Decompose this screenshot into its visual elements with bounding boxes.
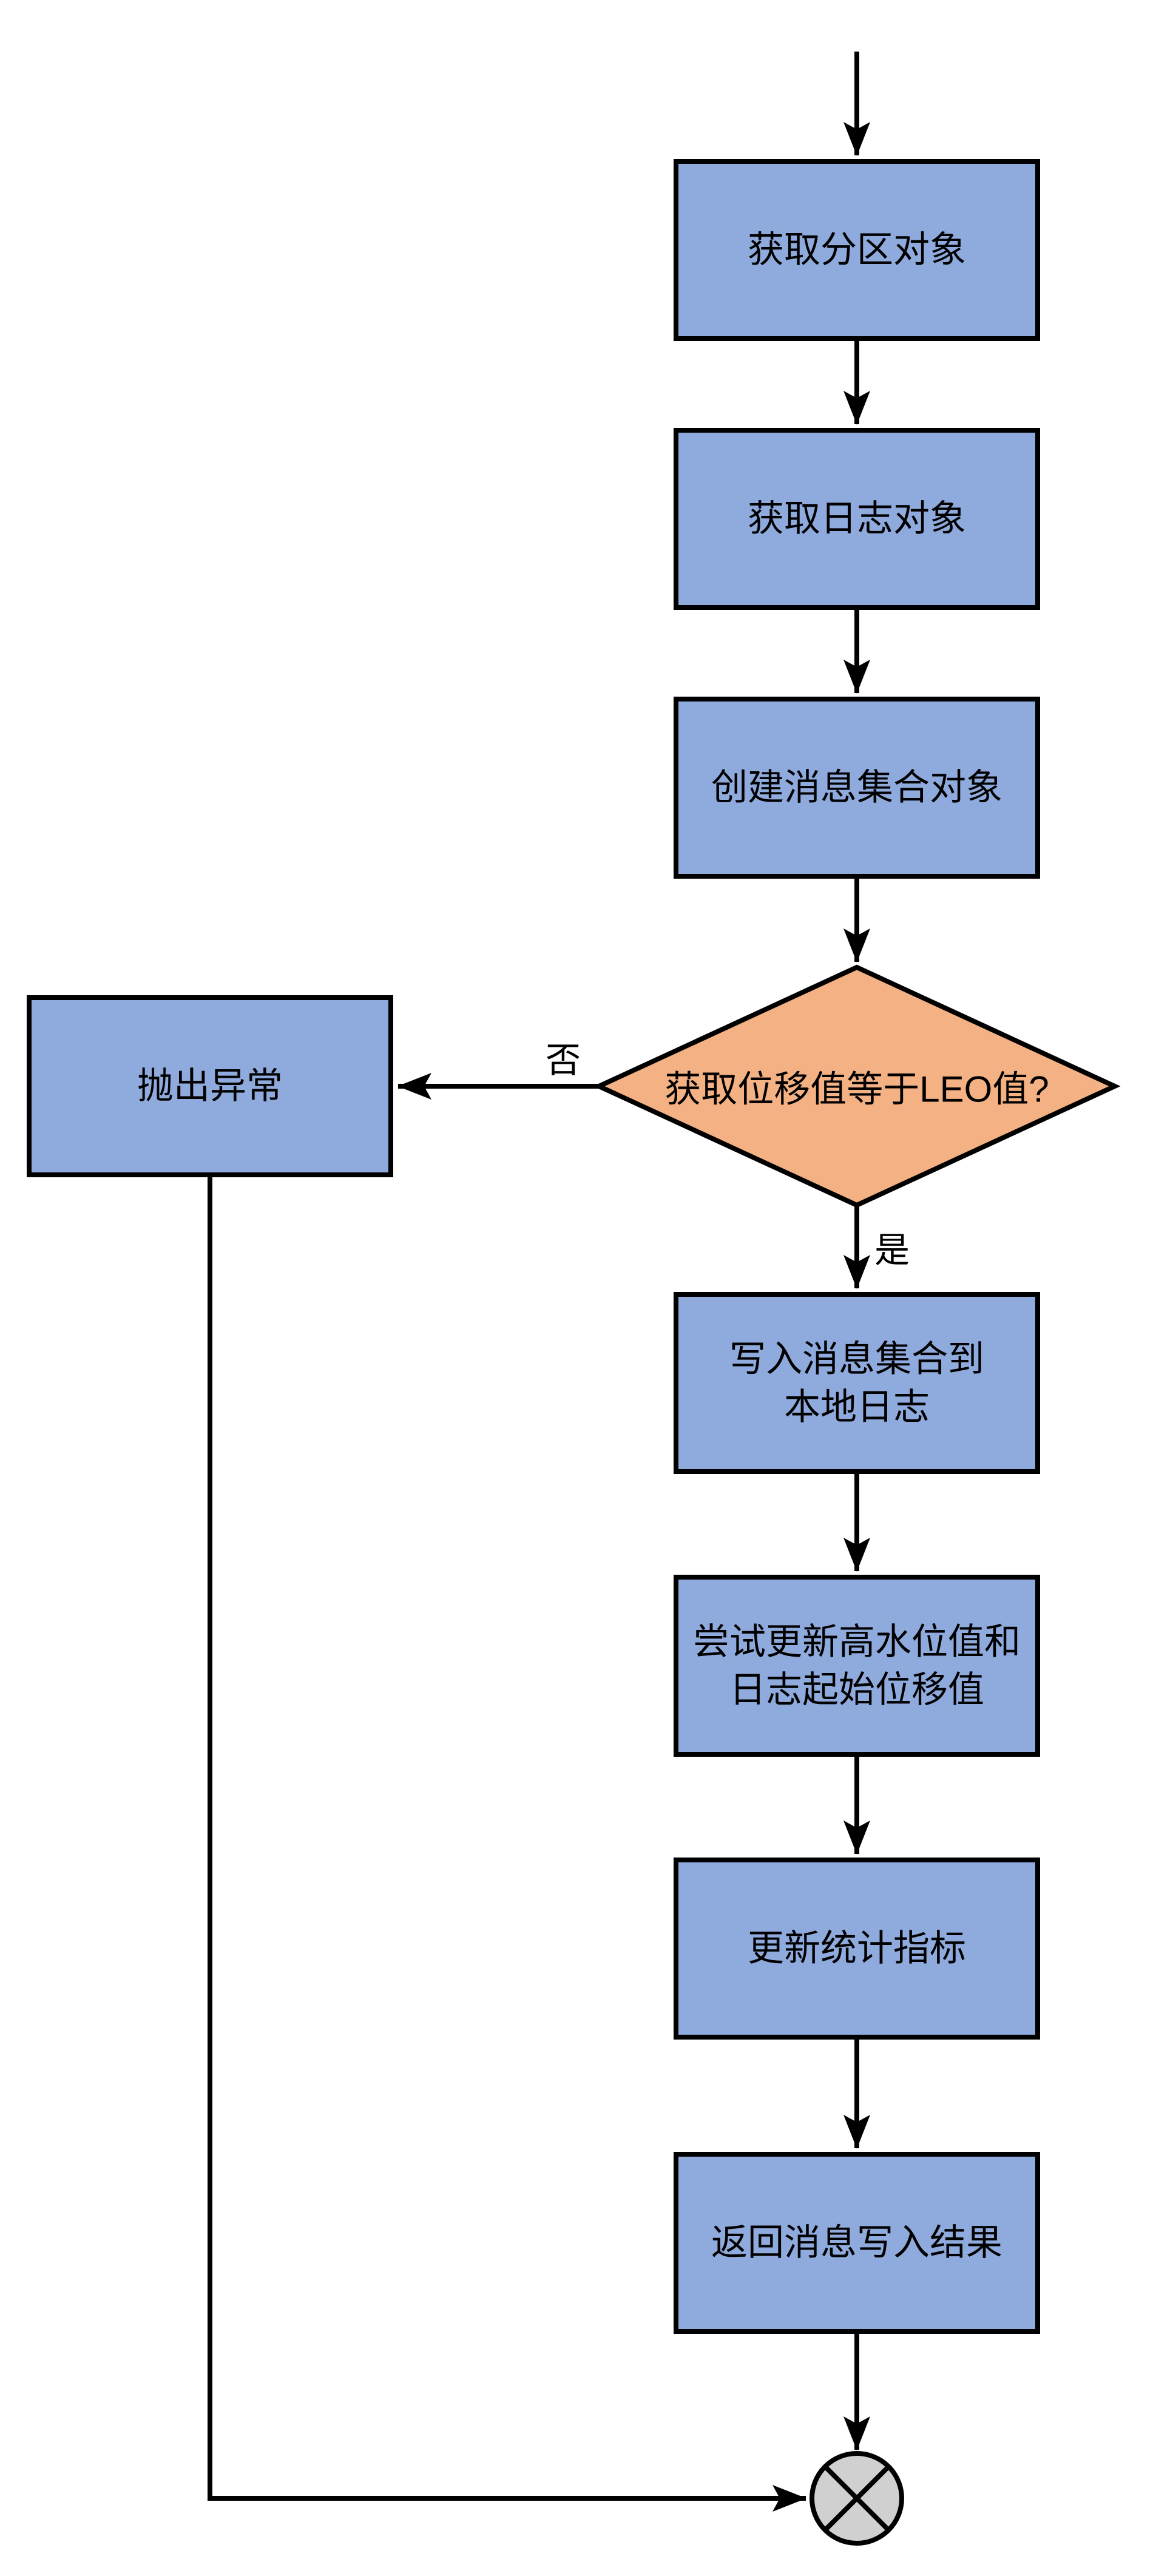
node-label: 获取日志对象 <box>748 498 966 539</box>
end-cross-icon <box>823 2465 890 2532</box>
node-throw-exception: 抛出异常 <box>27 995 393 1177</box>
edge-label-yes: 是 <box>870 1222 914 1273</box>
node-get-log-object: 获取日志对象 <box>674 428 1040 610</box>
node-label: 尝试更新高水位值和 日志起始位移值 <box>693 1621 1021 1710</box>
node-label: 抛出异常 <box>137 1066 283 1107</box>
flow-end-node <box>810 2451 904 2546</box>
node-create-message-set-object: 创建消息集合对象 <box>674 697 1040 879</box>
node-get-partition-object: 获取分区对象 <box>674 159 1040 341</box>
node-label: 更新统计指标 <box>748 1928 966 1969</box>
edge-label-no: 否 <box>541 1032 585 1083</box>
node-label: 创建消息集合对象 <box>711 767 1002 808</box>
node-try-update-high-watermark-and-log-start-offset: 尝试更新高水位值和 日志起始位移值 <box>674 1575 1040 1757</box>
node-label: 写入消息集合到 本地日志 <box>729 1338 984 1427</box>
node-label: 获取分区对象 <box>748 229 966 271</box>
node-write-message-set-to-local-log: 写入消息集合到 本地日志 <box>674 1292 1040 1474</box>
decision-diamond-label: 获取位移值等于LEO值? <box>664 1069 1049 1110</box>
decision-diamond-shape <box>593 964 1121 1208</box>
node-label: 返回消息写入结果 <box>711 2222 1002 2263</box>
edge-throw-exception-to-end <box>208 1177 806 2512</box>
node-return-message-write-result: 返回消息写入结果 <box>674 2152 1040 2334</box>
node-update-statistics-metrics: 更新统计指标 <box>674 1858 1040 2040</box>
